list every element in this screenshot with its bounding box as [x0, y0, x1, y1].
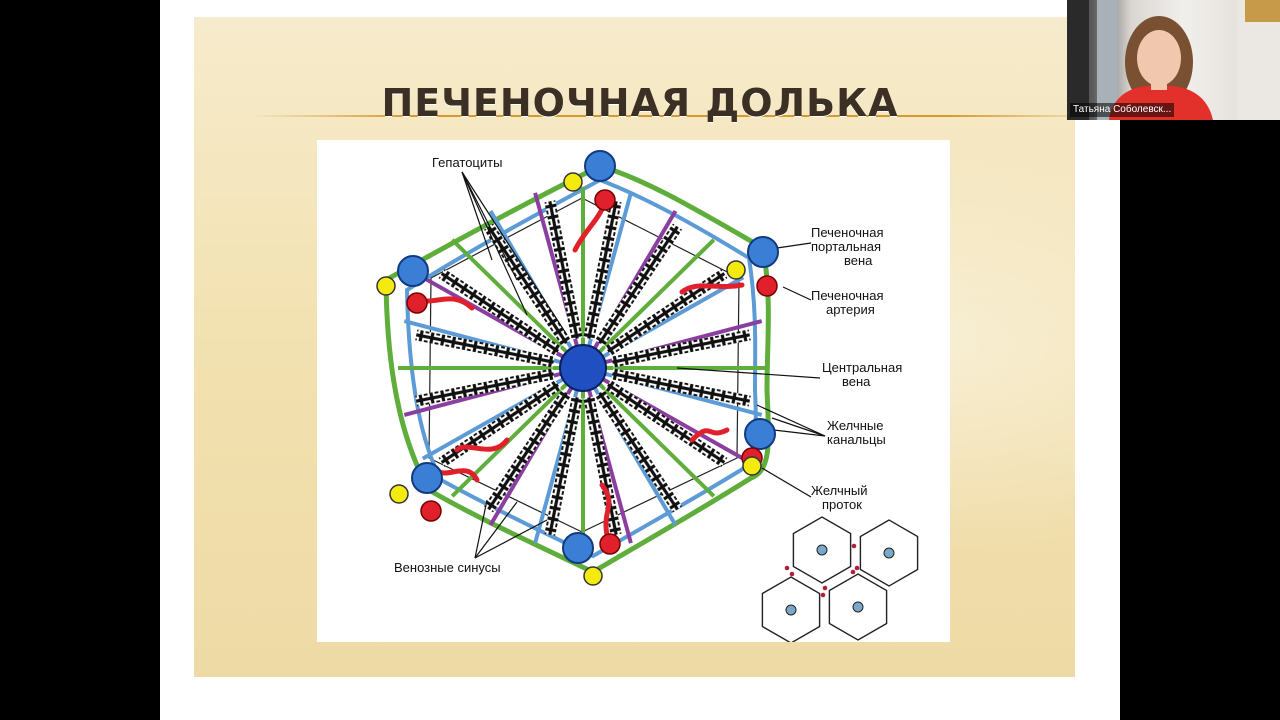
label-pointer: [783, 287, 811, 300]
label-central-vein-1: Центральная: [822, 360, 902, 375]
inset-dot: [851, 570, 856, 575]
left-black-bar: [0, 0, 160, 720]
bile-duct: [727, 261, 745, 279]
label-pointer: [462, 172, 517, 280]
participant-video[interactable]: Татьяна Соболевск...: [1067, 0, 1280, 120]
hepatic-artery: [595, 190, 615, 210]
bile-duct: [390, 485, 408, 503]
bile-duct: [584, 567, 602, 585]
inset-lobule: [762, 577, 819, 642]
inset-dot: [785, 566, 790, 571]
inset-central-vein: [786, 605, 796, 615]
label-portal-vein-2: портальная: [811, 239, 881, 254]
right-black-bar: [1120, 120, 1280, 720]
label-pointer: [777, 243, 811, 248]
hepatic-artery: [757, 276, 777, 296]
inset-lobule: [829, 574, 886, 640]
label-pointer: [762, 468, 811, 497]
label-artery-1: Печеночная: [811, 288, 884, 303]
label-bile-canaliculi-1: Желчные: [827, 418, 883, 433]
liver-lobule-diagram: Гепатоциты Печеночная портальная вена Пе…: [317, 140, 950, 642]
hepatic-artery: [421, 501, 441, 521]
inset-dot: [821, 593, 826, 598]
inset-dot: [823, 586, 828, 591]
video-frame: [1067, 0, 1280, 120]
hepatic-artery: [407, 293, 427, 313]
lobule-inset: [762, 517, 917, 642]
bile-duct: [743, 457, 761, 475]
label-venous-sinuses: Венозные синусы: [394, 560, 501, 575]
inset-central-vein: [884, 548, 894, 558]
portal-vein: [398, 256, 428, 286]
portal-vein: [412, 463, 442, 493]
inset-central-vein: [817, 545, 827, 555]
portal-vein: [745, 419, 775, 449]
participant-name: Татьяна Соболевск...: [1070, 103, 1174, 117]
inset-dot: [852, 544, 857, 549]
central-vein: [560, 345, 606, 391]
label-bile-duct-1: Желчный: [811, 483, 868, 498]
bile-duct: [564, 173, 582, 191]
label-central-vein-2: вена: [842, 374, 871, 389]
inset-dot: [855, 566, 860, 571]
label-artery-2: артерия: [826, 302, 875, 317]
label-bile-canaliculi-2: канальцы: [827, 432, 886, 447]
hepatic-artery: [600, 534, 620, 554]
portal-vein: [563, 533, 593, 563]
label-portal-vein-3: вена: [844, 253, 873, 268]
inset-central-vein: [853, 602, 863, 612]
portal-vein: [585, 151, 615, 181]
bile-duct: [377, 277, 395, 295]
slide-title: ПЕЧЕНОЧНАЯ ДОЛЬКА: [360, 78, 920, 128]
portal-vein: [748, 237, 778, 267]
label-bile-duct-2: проток: [822, 497, 862, 512]
inset-dot: [790, 572, 795, 577]
inset-lobule: [860, 520, 917, 586]
label-hepatocytes: Гепатоциты: [432, 155, 502, 170]
label-portal-vein-1: Печеночная: [811, 225, 884, 240]
inset-lobule: [793, 517, 850, 583]
portal-triad: [390, 463, 442, 521]
